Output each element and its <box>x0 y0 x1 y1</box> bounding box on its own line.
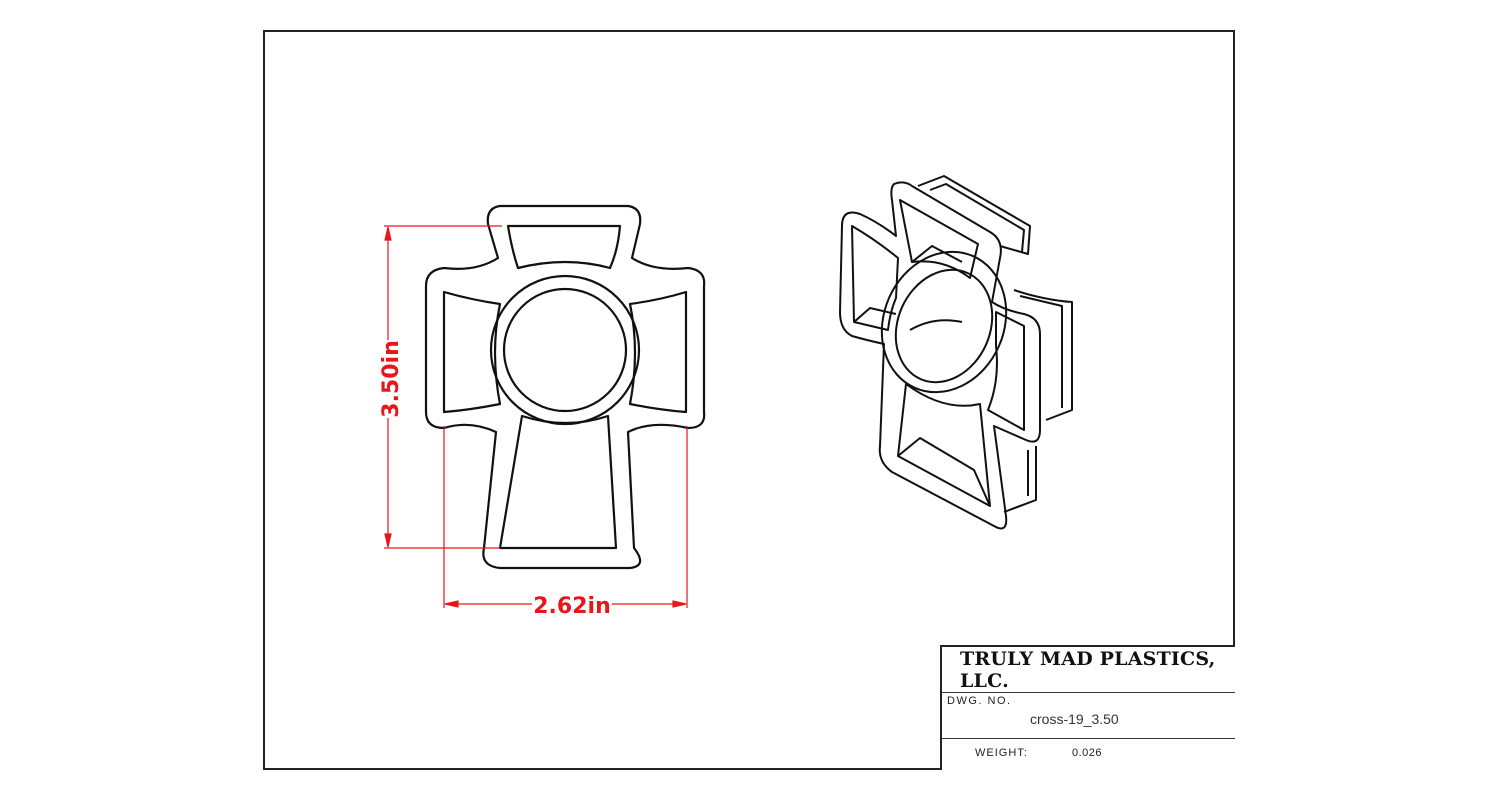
weight-label: WEIGHT: <box>975 747 1028 759</box>
drawing-sheet-border <box>263 30 1235 770</box>
iso-inner-left-depth <box>853 307 897 323</box>
cross-inner-right <box>628 290 688 414</box>
iso-back-top-arm <box>917 175 1031 255</box>
title-block: TRULY MAD PLASTICS, LLC. DWG. NO. cross-… <box>940 645 1235 770</box>
iso-ring-depth <box>909 319 963 331</box>
height-arrow-top <box>384 226 392 241</box>
company-name: TRULY MAD PLASTICS, LLC. <box>942 647 1235 693</box>
cross-inner-bottom <box>498 414 618 550</box>
cross-inner-top <box>506 224 622 270</box>
iso-back-right-arm <box>1013 289 1073 421</box>
isometric-view-cross <box>839 175 1073 530</box>
iso-front-outline <box>839 181 1041 530</box>
iso-inner-bottom <box>897 383 991 507</box>
height-dimension-label: 3.50in <box>379 340 404 417</box>
drawing-number-value: cross-19_3.50 <box>1030 711 1119 727</box>
front-view-cross <box>424 204 706 570</box>
iso-back-right-arm-inner <box>1019 295 1063 408</box>
cross-inner-left <box>442 290 502 414</box>
drawing-number-label: DWG. NO. <box>947 695 1012 707</box>
iso-back-top-arm-inner <box>929 183 1025 253</box>
iso-inner-bottom-depth <box>897 437 991 507</box>
cross-outer-outline <box>424 204 706 570</box>
cross-center-ring-inner <box>502 287 628 413</box>
dimension-lines <box>384 225 688 608</box>
iso-back-bottom-depth <box>1003 446 1037 513</box>
cross-center-ring-outer <box>489 274 641 426</box>
iso-inner-right <box>987 311 1025 431</box>
width-arrow-left <box>444 600 459 608</box>
iso-ring-outer <box>880 250 1008 394</box>
iso-inner-top-depth <box>911 245 963 263</box>
weight-cell: WEIGHT: 0.026 <box>942 739 1235 770</box>
width-dimension-label: 2.62in <box>533 594 610 619</box>
drawing-number-cell: DWG. NO. cross-19_3.50 <box>942 693 1235 739</box>
weight-value: 0.026 <box>1072 747 1103 759</box>
iso-inner-left <box>851 225 899 331</box>
width-arrow-right <box>672 600 687 608</box>
iso-ring-inner <box>894 268 994 384</box>
height-arrow-bottom <box>384 533 392 548</box>
